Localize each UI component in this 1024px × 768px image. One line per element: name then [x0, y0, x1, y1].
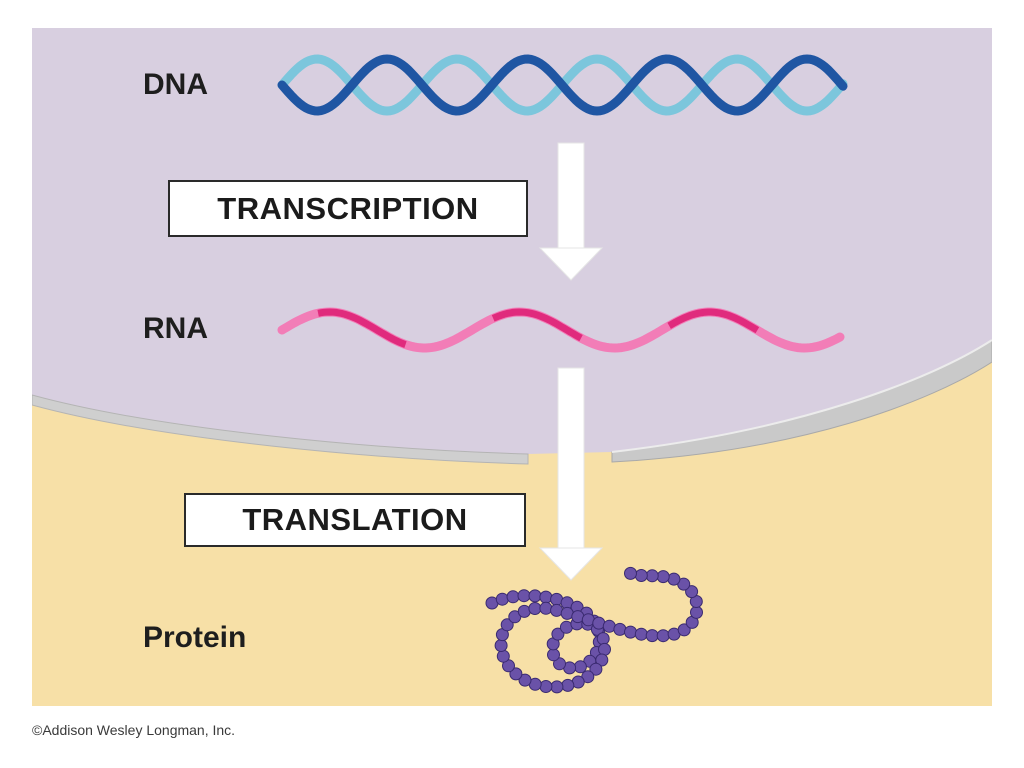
amino-acid-bead — [494, 639, 508, 652]
amino-acid-bead — [645, 629, 659, 643]
amino-acid-bead — [634, 627, 648, 641]
translation-label: TRANSLATION — [242, 502, 468, 537]
amino-acid-bead — [656, 570, 670, 584]
translation-arrow — [538, 367, 604, 581]
amino-acid-bead — [539, 590, 553, 604]
protein-label: Protein — [143, 621, 247, 654]
amino-acid-bead — [495, 592, 509, 606]
rna-strand-dark — [280, 308, 842, 352]
rna-ribbon — [277, 307, 845, 353]
transcription-arrow — [538, 142, 604, 281]
amino-acid-bead — [553, 657, 566, 671]
amino-acid-bead — [589, 662, 603, 676]
nucleus-region — [32, 28, 992, 454]
dna-double-helix — [277, 54, 848, 116]
amino-acid-bead — [656, 629, 670, 643]
amino-acid-bead — [677, 623, 691, 637]
amino-acid-bead — [528, 589, 542, 603]
amino-acid-bead — [539, 601, 553, 615]
rna-label: RNA — [143, 312, 208, 345]
amino-acid-bead — [506, 590, 520, 604]
transcription-label-box: TRANSCRIPTION — [168, 180, 528, 237]
translation-label-box: TRANSLATION — [184, 493, 526, 547]
amino-acid-bead — [645, 569, 659, 583]
amino-acid-bead — [517, 604, 531, 618]
nuclear-envelope-left — [32, 394, 529, 465]
amino-acid-bead — [595, 653, 609, 667]
dna-strand-dark — [277, 54, 848, 116]
amino-acid-bead — [573, 660, 587, 674]
protein-bead-chain — [485, 566, 703, 694]
amino-acid-bead — [518, 673, 532, 687]
amino-acid-bead — [613, 622, 627, 636]
amino-acid-bead — [528, 602, 542, 615]
amino-acid-bead — [547, 648, 560, 662]
amino-acid-bead — [517, 589, 531, 603]
amino-acid-bead — [624, 625, 637, 639]
amino-acid-bead — [550, 680, 564, 694]
amino-acid-bead — [500, 618, 514, 632]
amino-acid-bead — [596, 632, 610, 646]
amino-acid-bead — [550, 603, 564, 617]
amino-acid-bead — [509, 667, 523, 681]
amino-acid-bead — [690, 605, 703, 619]
amino-acid-bead — [634, 569, 648, 582]
copyright-credit: ©Addison Wesley Longman, Inc. — [32, 722, 236, 738]
amino-acid-bead — [496, 649, 510, 663]
dna-label: DNA — [143, 68, 208, 101]
amino-acid-bead — [624, 566, 637, 580]
amino-acid-bead — [551, 627, 565, 641]
amino-acid-bead — [561, 678, 575, 692]
amino-acid-bead — [539, 680, 553, 693]
amino-acid-bead — [667, 572, 681, 586]
amino-acid-bead — [685, 585, 699, 599]
nuclear-envelope-highlight — [611, 339, 992, 453]
transcription-label: TRANSCRIPTION — [217, 190, 479, 226]
amino-acid-bead — [598, 642, 611, 656]
